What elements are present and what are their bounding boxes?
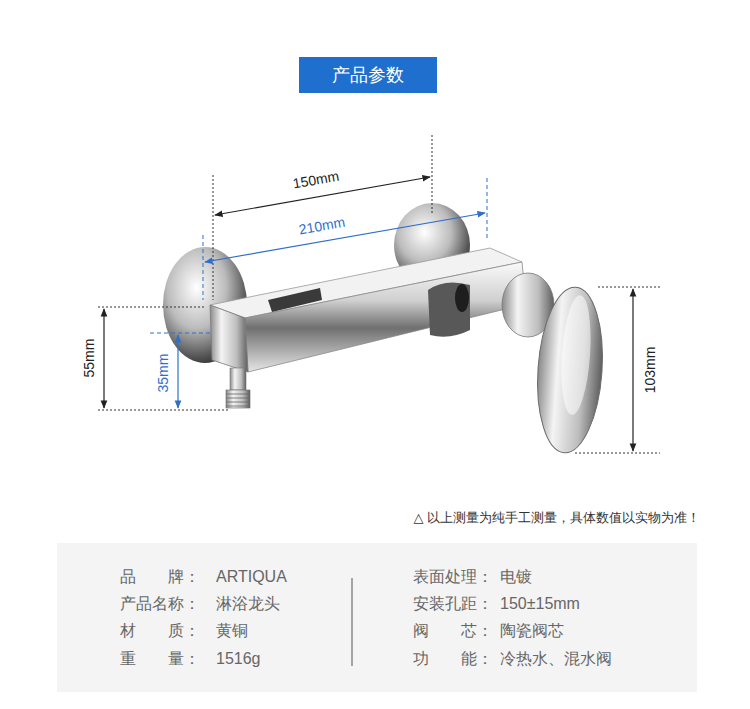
extension-line (98, 410, 230, 411)
faucet-body-front (245, 262, 526, 372)
thread-line (226, 406, 250, 407)
body-slot (268, 288, 322, 312)
extension-line (213, 175, 214, 300)
thread-line (226, 398, 250, 399)
extension-line (203, 235, 204, 300)
spec-value: 淋浴龙头 (216, 594, 280, 613)
spec-value: 陶瓷阀芯 (500, 621, 564, 640)
dimension-label: 210mm (298, 214, 347, 239)
spec-key: 材 质： (120, 621, 200, 640)
thread-line (226, 402, 250, 403)
spec-key: 品 牌： (120, 567, 200, 586)
spec-value: 150±15mm (500, 594, 580, 613)
mixer-hole (455, 284, 469, 312)
section-title: 产品参数 (299, 57, 437, 93)
outlet-thread (226, 390, 250, 408)
spec-value: 黄铜 (216, 621, 248, 640)
dimension-label: 150mm (292, 168, 341, 193)
extension-line (98, 307, 205, 308)
handle-highlight (558, 294, 594, 416)
extension-line (598, 287, 660, 288)
spec-value: 电镀 (500, 567, 532, 586)
measurement-note: △ 以上测量为纯手工测量，具体数值以实物为准！ (413, 510, 700, 526)
spec-value: 1516g (216, 649, 261, 668)
dimension-label: 55mm (81, 339, 98, 378)
spec-key: 阀 芯： (413, 621, 493, 640)
dimension-line (205, 213, 485, 262)
mixer-recess (428, 282, 470, 336)
spec-key: 产品名称： (120, 594, 200, 613)
faucet-body-end (210, 305, 248, 372)
spec-key: 功 能： (413, 649, 493, 668)
handle-lever (532, 285, 607, 455)
dimension-label: 103mm (642, 347, 659, 394)
dimension-label: 35mm (155, 354, 172, 393)
thread-line (226, 394, 250, 395)
extension-line (575, 453, 660, 454)
spec-panel (57, 543, 697, 692)
column-divider (352, 578, 353, 666)
outlet-neck (230, 368, 246, 390)
extension-line (432, 135, 433, 215)
spec-key: 安装孔距： (413, 594, 493, 613)
spec-value: 冷热水、混水阀 (500, 649, 612, 668)
dimension-line (177, 335, 178, 408)
spec-value: ARTIQUA (216, 567, 287, 586)
extension-line (487, 178, 488, 240)
extension-line (150, 333, 212, 334)
dimension-line (103, 309, 104, 408)
spec-key: 表面处理： (413, 567, 493, 586)
spec-key: 重 量： (120, 649, 200, 668)
dimension-line (632, 289, 633, 451)
